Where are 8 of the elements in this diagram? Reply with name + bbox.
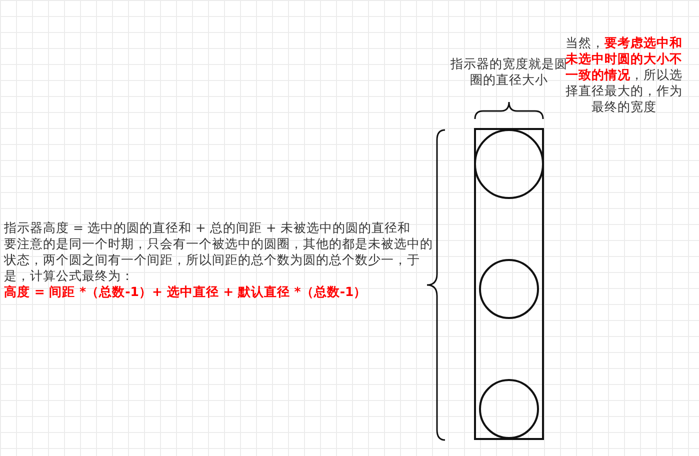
width-note: 当然，要考虑选中和未选中时圆的大小不一致的情况，所以选择直径最大的，作为最终的宽度: [566, 35, 684, 115]
indicator-dot: [479, 259, 539, 319]
indicator-frame: [474, 128, 544, 440]
height-formula-text: 指示器高度 = 选中的圆的直径和 + 总的间距 + 未被选中的圆的直径和: [4, 220, 412, 236]
formula-text: 高度 = 间距 *（总数-1）+ 选中直径 + 默认直径 *（总数-1）: [4, 284, 368, 300]
explanation-text: 要注意的是同一个时期，只会有一个被选中的圆圈，其他的都是未被选中的状态，两个圆之间有一个间距，所以间距的总个数为圆的总个数少一，于是，计算公式最终为：: [4, 236, 434, 284]
indicator-dot: [474, 129, 544, 199]
indicator-dot: [479, 379, 539, 439]
